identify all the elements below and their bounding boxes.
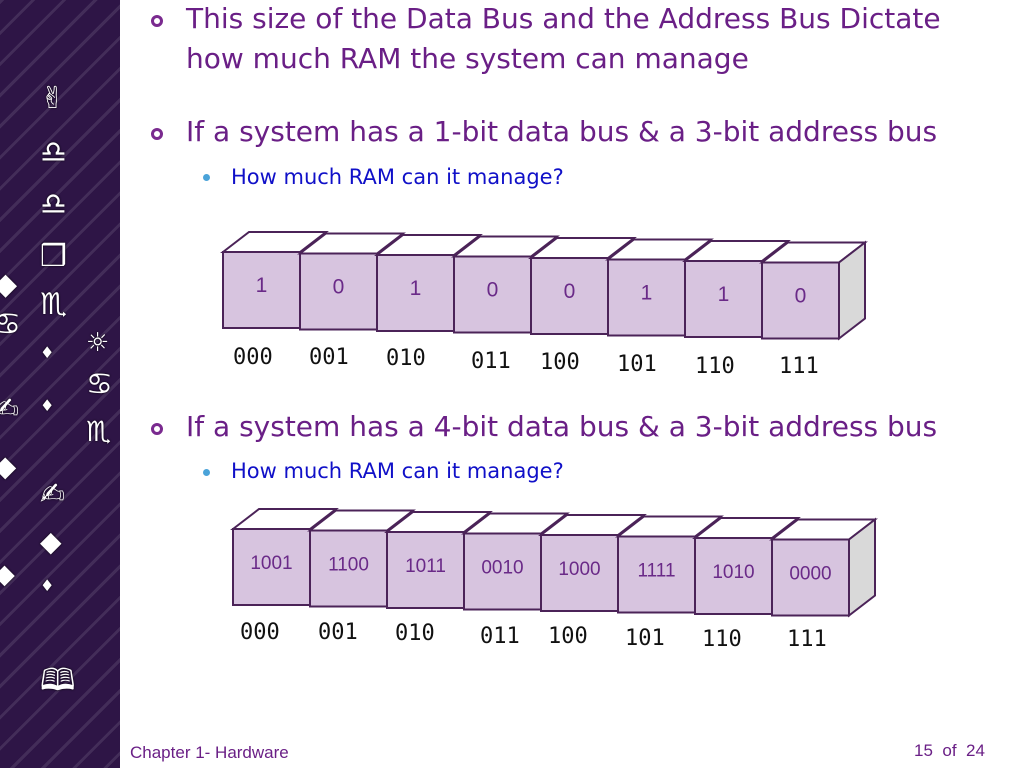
- address-label: 001: [318, 620, 358, 645]
- address-label: 100: [548, 624, 588, 649]
- memory-cell: [540, 534, 619, 612]
- bullet-text-1: This size of the Data Bus and the Addres…: [186, 2, 941, 35]
- address-label: 010: [386, 346, 426, 371]
- memory-cell-value: 0: [795, 285, 807, 308]
- memory-cell: [309, 529, 388, 608]
- page-of-label: of: [942, 741, 957, 760]
- decorative-sidebar: ✌ ♎ ♎ ❒ ♏ ☼ ♋ ♦ ♦ ♋ ♏ ♦ ◆ ⬥ ✍ ✍ 🕮 ⬥ ◆: [0, 0, 120, 768]
- memory-cell-value: 1: [718, 283, 730, 306]
- memory-cell: [463, 532, 542, 611]
- memory-cell: [684, 260, 763, 338]
- memory-cell-value: 1001: [250, 553, 292, 574]
- bullet-text-1-line2: how much RAM the system can manage: [186, 42, 749, 75]
- chapter-title: Chapter 1- Hardware: [130, 743, 289, 762]
- sun-icon: ☼: [86, 328, 110, 358]
- memory-cell-value: 0: [564, 280, 576, 303]
- address-label: 011: [480, 624, 520, 649]
- memory-diagram-1bit: 1 0 1 0 0 1 1 0: [220, 231, 868, 341]
- memory-diagram-4bit: 1001 1100 1011 0010 1000 1111 1010 0000: [230, 508, 878, 618]
- address-label: 110: [695, 354, 735, 379]
- current-page: 15: [914, 741, 933, 760]
- black-diamond-icon: ◆: [40, 525, 62, 558]
- book-icon: 🕮: [40, 663, 76, 698]
- memory-cell-value: 1: [256, 274, 268, 297]
- address-label: 100: [540, 350, 580, 375]
- address-label: 101: [617, 352, 657, 377]
- memory-cell-value: 0: [333, 276, 345, 299]
- cancer-icon: ♋: [86, 367, 113, 402]
- memory-cell: [453, 255, 532, 334]
- sub-bullet-text-3: How much RAM can it manage?: [231, 459, 564, 483]
- bullet-marker: [151, 15, 163, 27]
- memory-cell-value: 1000: [558, 559, 600, 580]
- victory-hand-icon: ✌: [40, 81, 66, 116]
- total-pages: 24: [966, 741, 985, 760]
- scorpio-icon: ♏: [40, 287, 67, 322]
- bullet-marker: [151, 423, 163, 435]
- sub-bullet-marker: [203, 469, 210, 476]
- address-label: 110: [702, 627, 742, 652]
- memory-cell: [299, 252, 378, 331]
- address-label: 000: [240, 620, 280, 645]
- bullet-text-2: If a system has a 1-bit data bus & a 3-b…: [186, 115, 938, 148]
- memory-cell: [771, 538, 850, 617]
- diamond-icon: ⬥: [0, 557, 15, 592]
- address-label: 000: [233, 345, 273, 370]
- shadowed-square-icon: ❒: [40, 239, 67, 274]
- memory-cell-value: 1: [410, 277, 422, 300]
- address-label: 111: [779, 354, 819, 379]
- memory-cell: [386, 531, 465, 609]
- memory-cell-value: 1100: [328, 555, 369, 576]
- bullet-text-3: If a system has a 4-bit data bus & a 3-b…: [186, 410, 938, 443]
- address-label: 010: [395, 621, 435, 646]
- memory-cell-value: 0000: [789, 564, 831, 585]
- writing-hand-icon: ✍: [0, 392, 20, 427]
- bullet-marker: [151, 128, 163, 140]
- libra-icon: ♎: [40, 187, 67, 222]
- memory-cell-value: 0: [487, 279, 499, 302]
- address-label: 011: [471, 349, 511, 374]
- address-label: 001: [309, 345, 349, 370]
- memory-cell-side: [838, 240, 866, 341]
- memory-cell: [694, 537, 773, 615]
- memory-cell: [617, 535, 696, 614]
- memory-cell: [761, 261, 840, 340]
- diamond-icon: ♦: [40, 343, 55, 362]
- sub-bullet-marker: [203, 174, 210, 181]
- diamond-icon: ⬥: [0, 447, 17, 485]
- memory-cell: [530, 257, 609, 335]
- writing-hand-icon: ✍: [40, 477, 66, 512]
- virgo-icon: ♏: [86, 415, 112, 448]
- memory-cell-value: 1010: [712, 562, 754, 583]
- libra-icon: ♎: [40, 135, 67, 170]
- address-label: 111: [787, 627, 827, 652]
- memory-cell-value: 1011: [405, 556, 446, 577]
- page-number: 15 of 24: [914, 741, 985, 761]
- memory-cell-side: [848, 517, 876, 618]
- diamond-icon: ♦: [40, 396, 55, 415]
- black-diamond-icon: ◆: [0, 267, 18, 302]
- cancer-icon: ♋: [0, 307, 21, 342]
- diamond-icon: ♦: [40, 576, 55, 595]
- memory-cell-value: 1111: [637, 561, 675, 582]
- memory-cell-value: 0010: [481, 558, 523, 579]
- memory-cell-value: 1: [641, 282, 653, 305]
- address-label: 101: [625, 626, 665, 651]
- sub-bullet-text-2: How much RAM can it manage?: [231, 165, 564, 189]
- memory-cell: [607, 258, 686, 337]
